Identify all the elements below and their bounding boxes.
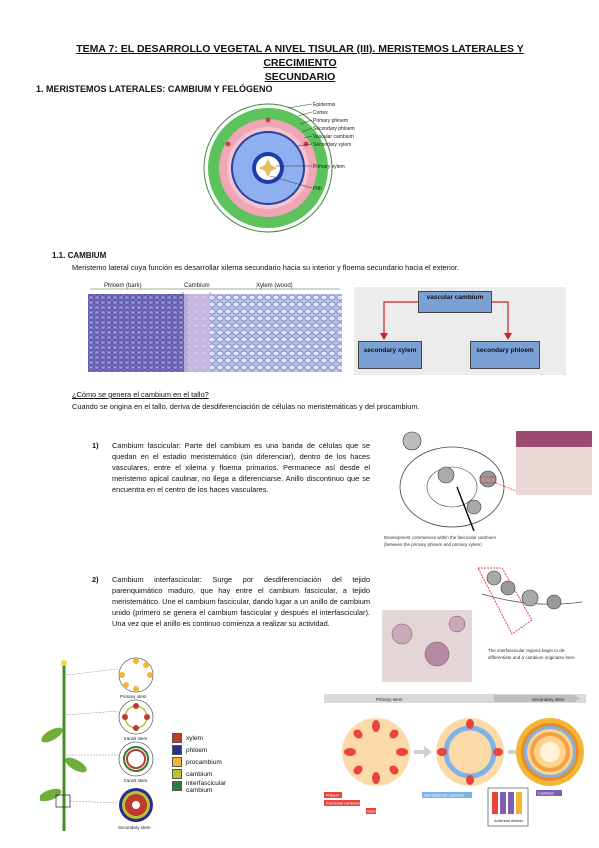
legend-swatch [172,757,182,767]
diagram-label-division: Antichnal division [494,819,523,823]
secondary-growth-diagram: Primary stem Secondary stem Phloem Fasci… [324,694,586,830]
diagram-label-secondary: Secondary stem [532,697,565,702]
stem-label: Pith [313,186,322,192]
diagram-label-cambium: Cambium [538,792,554,796]
figure-caption: Development commences within the fascicu… [384,535,496,540]
figure-caption: differentiate and a cambium originates h… [488,655,576,660]
cambium-flow-diagram: vascular cambium secondary xylem seconda… [354,287,566,375]
stage-circle [118,741,154,777]
page-title: TEMA 7: EL DESARROLLO VEGETAL A NIVEL TI… [76,43,524,83]
stem-cross-section-figure: Epidermis Cortex Primary phloem Secondar… [203,102,355,233]
stem-label: Secondary phloem [313,126,355,132]
stem-label: Primary xylem [313,164,345,170]
stage-label: Primary stem [120,694,147,699]
micrograph-label-xylem: Xylem (wood) [256,283,293,289]
figure-caption: (between the primary phloem and primary … [384,542,482,547]
list-text: Cambium fascicular: Parte del cambium es… [112,441,370,494]
stem-label: Vascular cambium [313,134,354,140]
legend-item: interfascicular cambium [172,780,252,798]
stage-circle [118,657,154,693]
legend-swatch [172,781,182,791]
stem-label: Secondary xylem [313,142,351,148]
section-heading: 1. MERISTEMOS LATERALES: CAMBIUM Y FELÓG… [36,84,273,94]
stem-label: Primary phloem [313,118,348,124]
flow-arrows [380,301,512,340]
diagram-label-phloem: Phloem [326,794,339,798]
plant-stem-stages-figure: Primary stem transit stem transit stem S… [40,655,170,835]
legend-item: xylem [172,732,252,744]
legend-item: phloem [172,744,252,756]
diagram-label-primary: Primary stem [376,697,403,702]
list-number: 2) [92,575,99,584]
stage-circle [118,699,154,735]
interfascicular-cambium-figure: The interfascicular regions begin to de-… [382,564,592,686]
legend-swatch [172,733,182,743]
cambium-definition: Meristemo lateral cuya función es desarr… [72,263,459,272]
legend-swatch [172,769,182,779]
question-heading: ¿Cómo se genera el cambium en el tallo? [72,390,209,399]
stage-label: transit stem [124,736,148,741]
list-text: Cambium interfascicular: Surge por desdi… [112,575,370,628]
stem-label: Cortex [313,110,328,116]
diagram-label-fascicular: Fascicular cambium [326,802,360,806]
subsection-heading: 1.1. CAMBIUM [52,251,107,260]
list-item: 2) Cambium interfascicular: Surge por de… [92,574,372,654]
list-number: 1) [92,441,99,450]
legend-item: procambium [172,756,252,768]
stage-label: Secondary stem [118,825,151,830]
fascicular-cambium-figure: Development commences within the fascicu… [382,427,592,555]
list-item: 1) Cambium fascicular: Parte del cambium… [92,440,372,530]
diagram-label-interfascicular: Interfascicular cambium [424,794,464,798]
micrograph-label-cambium: Cambium [184,283,210,289]
diagram-label-xylem: Xylem [367,810,378,814]
stem-legend: xylem phloem procambium cambium interfas… [172,732,252,798]
legend-item: cambium [172,768,252,780]
micrograph-label-phloem: Phloem (bark) [104,283,142,289]
flow-box-phloem: secondary phloem [470,341,540,369]
question-answer: Cuando se origina en el tallo, deriva de… [72,402,420,411]
cambium-micrograph: Phloem (bark) Cambium Xylem (wood) [88,280,342,372]
stage-circle [119,788,153,822]
figure-caption: The interfascicular regions begin to de- [488,648,566,653]
stem-label: Epidermis [313,102,336,108]
flow-box-xylem: secondary xylem [358,341,422,369]
legend-swatch [172,745,182,755]
stage-label: transit stem [124,778,148,783]
flow-box-cambium: vascular cambium [418,291,492,313]
